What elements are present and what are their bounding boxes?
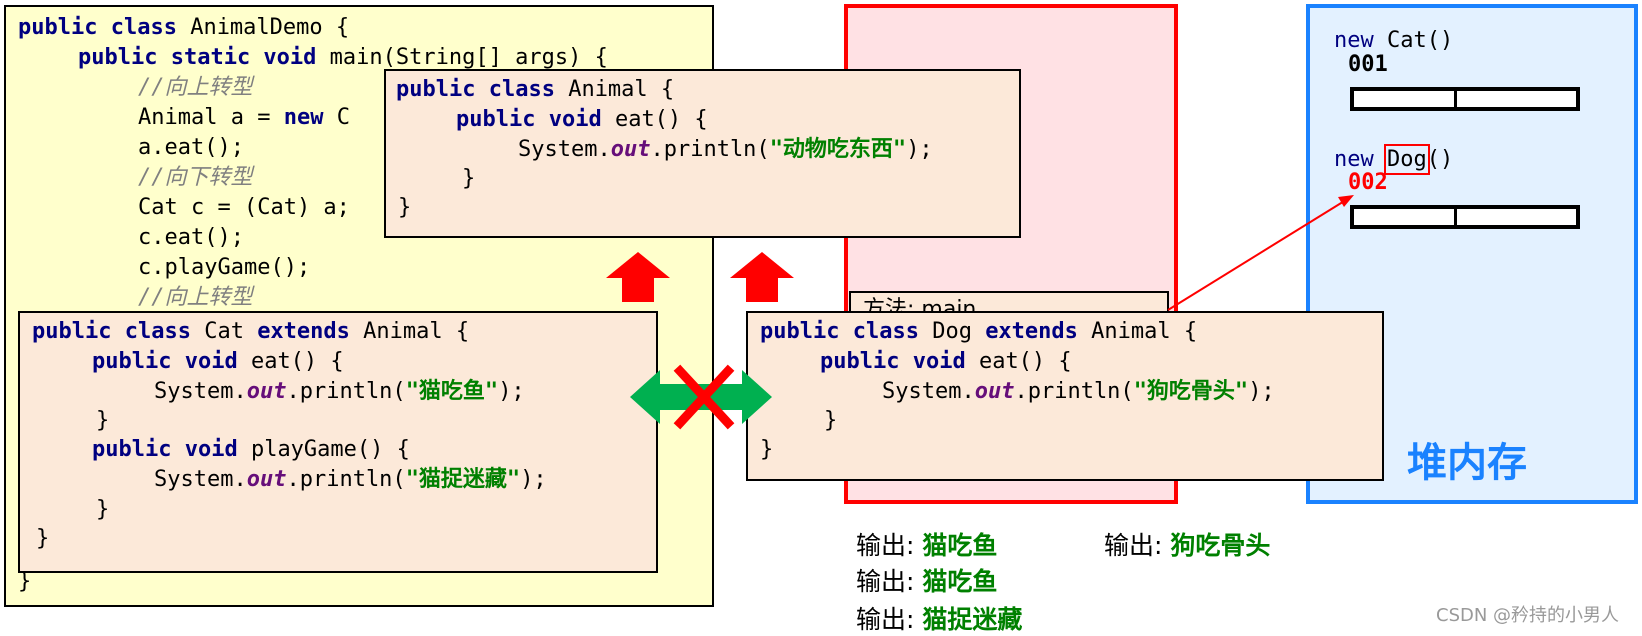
code-line: } bbox=[760, 437, 774, 462]
code-line: } bbox=[96, 408, 110, 433]
code-line: System.out.println("动物吃东西"); bbox=[518, 137, 933, 162]
code-comment: //向上转型 bbox=[138, 285, 253, 310]
heap-object-cat: new Cat() bbox=[1334, 28, 1454, 53]
code-line: public void eat() { bbox=[92, 349, 344, 374]
heap-object-dog: new Dog() bbox=[1334, 144, 1454, 175]
watermark: CSDN @矜持的小男人 bbox=[1436, 605, 1620, 626]
code-line: } bbox=[18, 569, 32, 594]
output-line: 输出: 猫吃鱼 bbox=[856, 531, 998, 560]
output-line: 输出: 狗吃骨头 bbox=[1104, 531, 1271, 560]
code-comment: //向上转型 bbox=[138, 75, 253, 100]
code-line: } bbox=[462, 166, 476, 191]
code-line: c.eat(); bbox=[138, 225, 244, 250]
code-line: public class Dog extends Animal { bbox=[760, 319, 1198, 344]
code-line: public void playGame() { bbox=[92, 437, 410, 462]
code-line: System.out.println("猫捉迷藏"); bbox=[154, 467, 547, 492]
code-line: } bbox=[96, 497, 110, 522]
code-line: } bbox=[398, 195, 412, 220]
code-line: a.eat(); bbox=[138, 135, 244, 160]
code-line: c.playGame(); bbox=[138, 255, 311, 280]
output-line: 输出: 猫捉迷藏 bbox=[856, 605, 1023, 634]
code-line: } bbox=[36, 526, 50, 551]
dog-class-code-box: public class Dog extends Animal { public… bbox=[746, 311, 1384, 481]
code-line: Animal a = new C bbox=[138, 105, 350, 130]
code-line: System.out.println("狗吃骨头"); bbox=[882, 379, 1275, 404]
code-line: public class AnimalDemo { bbox=[18, 15, 350, 40]
code-line: System.out.println("猫吃鱼"); bbox=[154, 379, 525, 404]
heap-title: 堆内存 bbox=[1407, 440, 1527, 486]
code-line: public void eat() { bbox=[456, 107, 708, 132]
heap-object-bar bbox=[1350, 87, 1580, 111]
code-comment: //向下转型 bbox=[138, 165, 253, 190]
up-arrow-icon bbox=[730, 252, 794, 302]
cat-class-code-box: public class Cat extends Animal { public… bbox=[18, 311, 658, 573]
code-line: public void eat() { bbox=[820, 349, 1072, 374]
dog-class-highlight: Dog bbox=[1384, 144, 1430, 175]
code-line: public static void main(String[] args) { bbox=[78, 45, 608, 70]
code-line: } bbox=[824, 408, 838, 433]
code-line: public class Cat extends Animal { bbox=[32, 319, 470, 344]
heap-address-001: 001 bbox=[1348, 52, 1388, 77]
output-line: 输出: 猫吃鱼 bbox=[856, 567, 998, 596]
code-line: public class Animal { bbox=[396, 77, 675, 102]
heap-object-bar bbox=[1350, 205, 1580, 229]
heap-address-002: 002 bbox=[1348, 170, 1388, 195]
code-line: Cat c = (Cat) a; bbox=[138, 195, 350, 220]
animal-class-code-box: public class Animal { public void eat() … bbox=[384, 69, 1021, 238]
